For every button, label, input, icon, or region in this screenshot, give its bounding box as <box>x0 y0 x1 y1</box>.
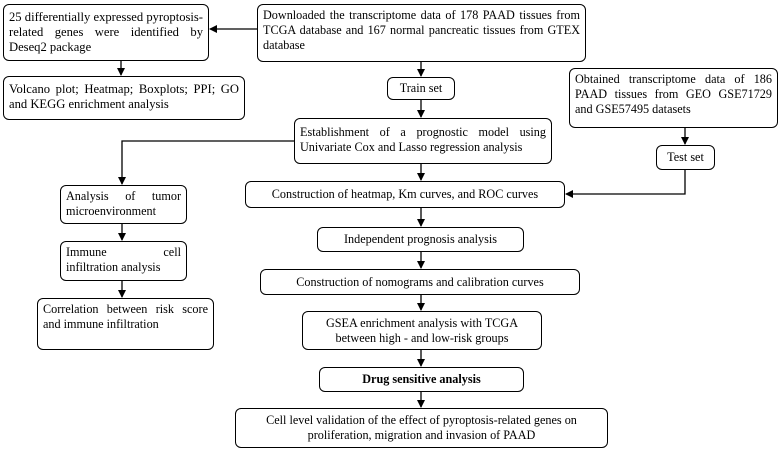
deg-box: 25 differentially expressed pyroptosis-r… <box>3 4 209 61</box>
cell-text: Cell level validation of the effect of p… <box>266 413 577 442</box>
model-box: Establishment of a prognostic model usin… <box>294 118 552 164</box>
immune-box: Immune cell infiltration analysis <box>60 241 187 281</box>
train-box: Train set <box>387 77 455 100</box>
test-text: Test set <box>667 150 704 164</box>
gsea-text: GSEA enrichment analysis with TCGA betwe… <box>325 315 519 345</box>
model-text: Establishment of a prognostic model usin… <box>300 125 546 154</box>
independent-box: Independent prognosis analysis <box>317 227 524 252</box>
correlation-box: Correlation between risk score and immun… <box>37 298 214 350</box>
cell-box: Cell level validation of the effect of p… <box>235 408 608 448</box>
gsea-box: GSEA enrichment analysis with TCGA betwe… <box>302 311 542 350</box>
correlation-text: Correlation between risk score and immun… <box>43 302 208 331</box>
independent-text: Independent prognosis analysis <box>344 232 497 246</box>
tme-text: Analysis of tumor microenvironment <box>66 189 181 218</box>
train-text: Train set <box>399 81 443 95</box>
download-box: Downloaded the transcriptome data of 178… <box>257 4 586 62</box>
volcano-box: Volcano plot; Heatmap; Boxplots; PPI; GO… <box>3 76 245 120</box>
deg-text: 25 differentially expressed pyroptosis-r… <box>9 10 203 54</box>
nomogram-box: Construction of nomograms and calibratio… <box>260 269 580 295</box>
geo-box: Obtained transcriptome data of 186 PAAD … <box>569 68 778 128</box>
test-box: Test set <box>656 145 715 170</box>
immune-text: Immune cell infiltration analysis <box>66 245 181 274</box>
download-text: Downloaded the transcriptome data of 178… <box>263 8 580 52</box>
arrow-model-to-tme <box>118 140 294 185</box>
tme-box: Analysis of tumor microenvironment <box>60 185 187 224</box>
geo-text: Obtained transcriptome data of 186 PAAD … <box>575 72 772 116</box>
heatmap-km-text: Construction of heatmap, Km curves, and … <box>271 187 539 201</box>
drug-text: Drug sensitive analysis <box>362 372 481 386</box>
heatmap-km-box: Construction of heatmap, Km curves, and … <box>245 181 565 208</box>
volcano-text: Volcano plot; Heatmap; Boxplots; PPI; GO… <box>9 82 239 111</box>
drug-box: Drug sensitive analysis <box>319 367 524 392</box>
nomogram-text: Construction of nomograms and calibratio… <box>296 274 544 289</box>
arrow-test-to-heatmap <box>565 170 686 198</box>
